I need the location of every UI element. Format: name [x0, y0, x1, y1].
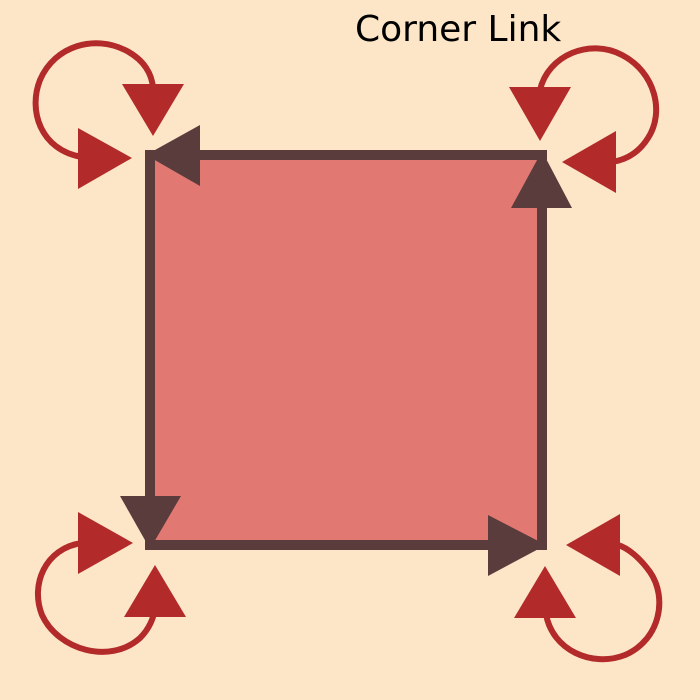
edge-arrowheads	[120, 125, 572, 576]
loop-top-left	[32, 40, 156, 160]
loop-arrowheads	[78, 84, 620, 618]
loop-bottom-left	[35, 540, 158, 655]
loop-arrowhead-bottom-left-a	[78, 512, 133, 574]
square-edges	[145, 150, 547, 550]
loop-arrowhead-bottom-left-b	[124, 565, 186, 617]
arrowhead-top-right	[511, 151, 572, 208]
arrowhead-top-left	[146, 125, 200, 186]
loop-arrowhead-top-right-a	[509, 87, 571, 141]
loop-arrowhead-top-left-b	[78, 128, 132, 189]
self-loops	[32, 40, 663, 663]
loop-arrowhead-bottom-right-b	[566, 514, 620, 576]
arrowhead-bottom-left	[120, 496, 181, 549]
square-fill	[150, 155, 542, 545]
loop-top-right	[537, 45, 660, 165]
diagram-title: Corner Link	[355, 9, 562, 50]
arrowhead-bottom-right	[488, 515, 546, 576]
loop-arrowhead-top-right-b	[562, 131, 616, 193]
loop-arrowhead-top-left-a	[122, 84, 184, 136]
loop-bottom-right	[543, 542, 663, 663]
loop-arrowhead-bottom-right-a	[514, 566, 576, 618]
